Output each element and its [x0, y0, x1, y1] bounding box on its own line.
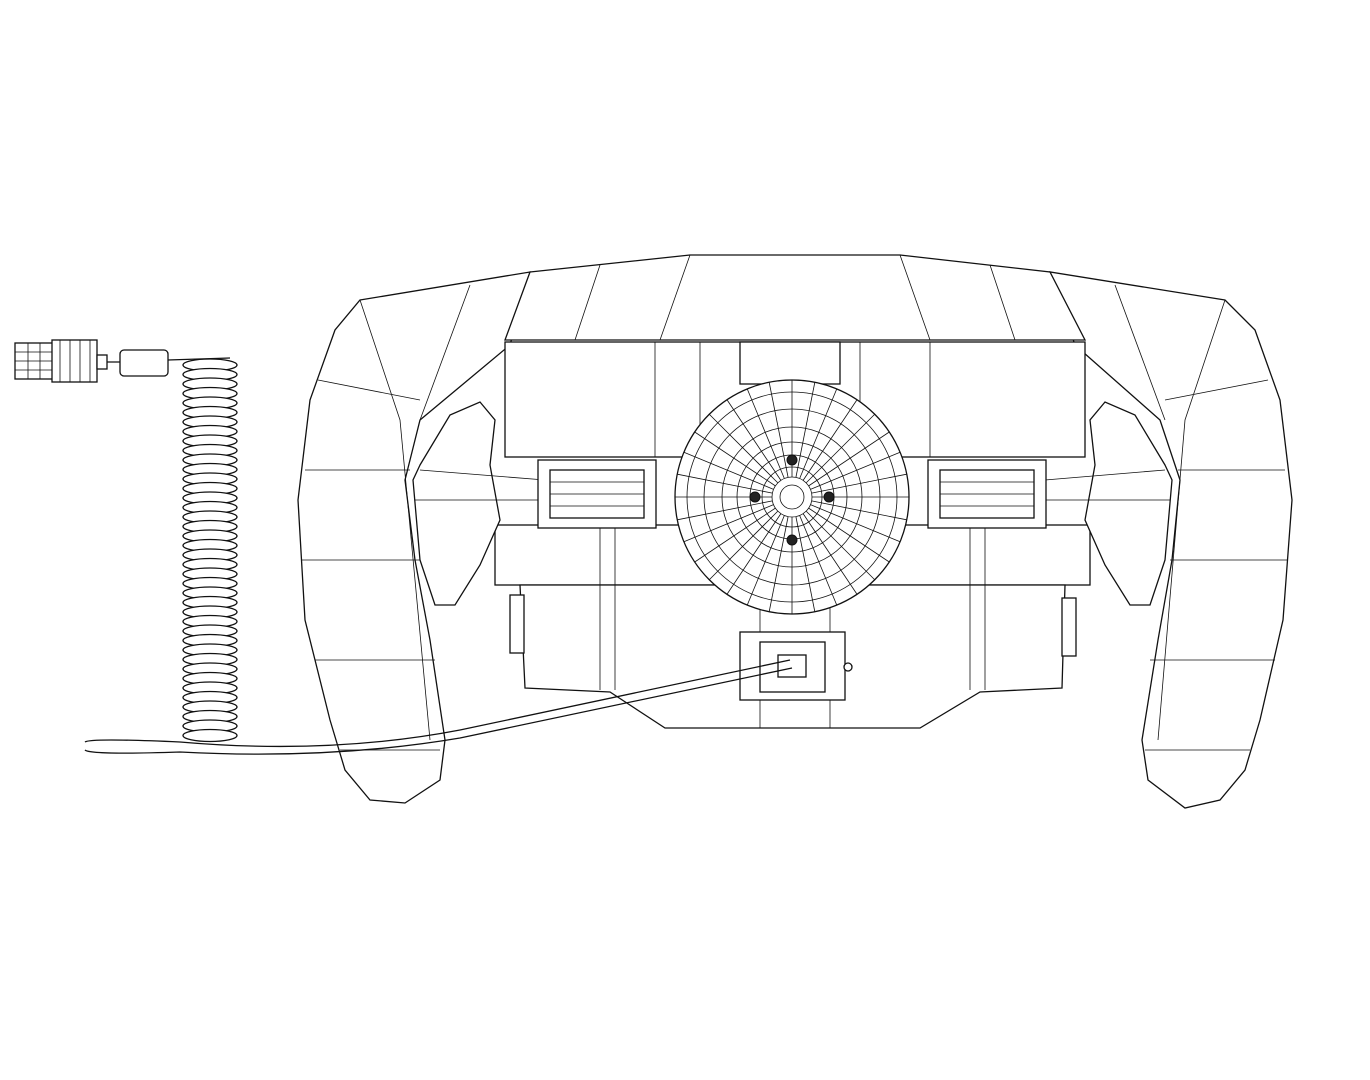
hub-bolt	[786, 454, 798, 466]
right-grip	[1049, 271, 1293, 809]
hub-spoke-line	[808, 507, 890, 563]
hub-spoke-line	[708, 510, 779, 581]
hub-spoke-line	[746, 515, 785, 606]
hub-spoke-line	[810, 504, 901, 543]
hub-spoke-line	[746, 388, 785, 479]
hub-spoke-line	[694, 507, 776, 563]
hub-spoke-line	[802, 399, 858, 481]
hub-spoke-line	[694, 431, 776, 487]
hub-spoke-line	[708, 413, 779, 484]
hub-spoke-line	[677, 473, 773, 494]
hub-ring	[779, 484, 805, 510]
hub-spoke-line	[799, 388, 838, 479]
coiled-cable	[182, 358, 238, 743]
center-hub	[674, 379, 910, 615]
connector-plug	[14, 339, 231, 383]
hub-spoke-line	[795, 382, 816, 478]
hub-spoke-line	[683, 451, 774, 490]
straight-cable	[84, 659, 793, 755]
right-paddle	[1044, 401, 1173, 606]
hub-bolt	[749, 491, 761, 503]
left-grip	[297, 271, 531, 804]
hub-spoke-line	[768, 516, 789, 612]
hub-spoke-line	[683, 504, 774, 543]
hub-spoke-line	[726, 513, 782, 595]
hub-spoke-line	[811, 500, 907, 521]
coil-loop	[182, 728, 238, 743]
hub-spoke-line	[799, 515, 838, 606]
hub-spoke-line	[768, 382, 789, 478]
right-button-panel	[927, 459, 1047, 529]
hub-bolt	[823, 491, 835, 503]
hub-spoke-line	[805, 510, 876, 581]
hub-spoke-line	[726, 399, 782, 481]
hub-bolt	[786, 534, 798, 546]
hub-spoke-line	[802, 513, 858, 595]
left-paddle	[412, 401, 546, 606]
hub-spoke-line	[811, 473, 907, 494]
hub-spoke-line	[810, 451, 901, 490]
hub-spoke-line	[677, 500, 773, 521]
cable-port	[739, 631, 853, 701]
hub-spoke-line	[795, 516, 816, 612]
hub-spoke-line	[805, 413, 876, 484]
hub-spoke-line	[808, 431, 890, 487]
left-button-panel	[537, 459, 657, 529]
